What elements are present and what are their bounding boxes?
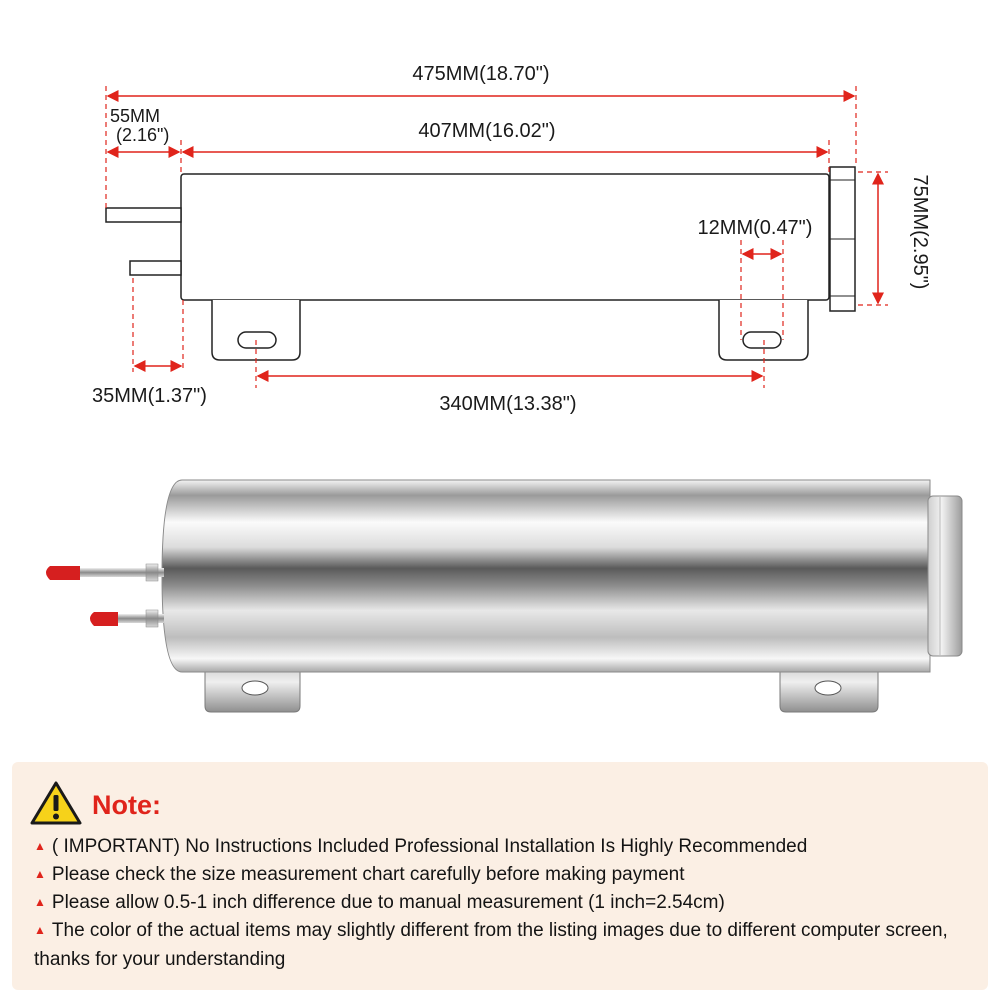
tank-body-outline: [180, 173, 830, 301]
warning-triangle-icon: [30, 781, 82, 825]
note-item: ▲The color of the actual items may sligh…: [34, 920, 948, 970]
red-triangle-bullet-icon: ▲: [34, 867, 46, 881]
note-item: ▲Please allow 0.5-1 inch difference due …: [34, 892, 725, 913]
red-triangle-bullet-icon: ▲: [34, 923, 46, 937]
body-length-label: 407MM(16.02"): [418, 120, 555, 142]
lower-pipe: [90, 609, 164, 628]
tank-cap: [927, 495, 963, 657]
note-item: ▲Please check the size measurement chart…: [34, 864, 685, 885]
upper-pipe-cap-icon: [46, 566, 80, 580]
inlet-offset-mm-label: 55MM: [110, 106, 160, 126]
pipe-spacing-label: 35MM(1.37"): [92, 385, 207, 407]
lower-pipe-cap-icon: [90, 612, 118, 626]
note-item: ▲( IMPORTANT) No Instructions Included P…: [34, 836, 808, 857]
product-photo: [46, 479, 963, 713]
lower-pipe-outline: [129, 260, 182, 276]
mount-spacing-label: 340MM(13.38"): [439, 393, 576, 415]
overall-length-label: 475MM(18.70"): [412, 63, 549, 85]
inlet-offset-in-label: (2.16"): [116, 125, 169, 145]
note-title: Note:: [92, 790, 161, 820]
dimension-drawing: 475MM(18.70") 55MM (2.16") 407MM(16.02")…: [92, 63, 931, 415]
diameter-label: 75MM(2.95"): [909, 175, 931, 290]
upper-pipe-outline: [105, 207, 182, 223]
upper-pipe: [46, 563, 164, 582]
red-triangle-bullet-icon: ▲: [34, 895, 46, 909]
red-triangle-bullet-icon: ▲: [34, 839, 46, 853]
note-panel: [12, 762, 988, 990]
tank-body: [161, 479, 931, 673]
cap-width-label: 12MM(0.47"): [698, 217, 813, 239]
